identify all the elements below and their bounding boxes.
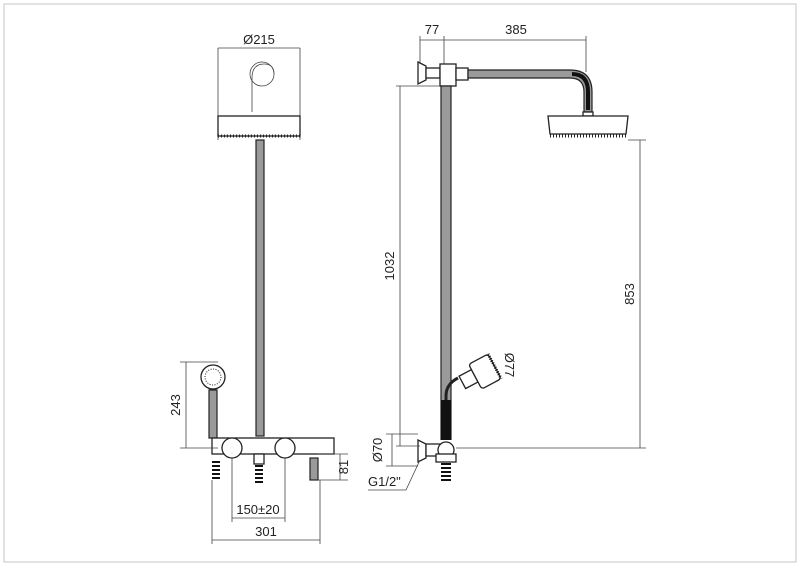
front-valve-eccentric-right bbox=[274, 437, 296, 459]
top-wall-bracket bbox=[417, 60, 427, 86]
front-arm bbox=[251, 63, 275, 112]
side-hand-shower bbox=[458, 353, 503, 390]
connection-thread-dimension: G1/2" bbox=[368, 459, 421, 491]
front-left-hose bbox=[212, 461, 220, 479]
front-view: Ø215 243 81 bbox=[168, 32, 351, 544]
front-hand-shower-handle bbox=[208, 389, 218, 439]
bottom-wall-flange bbox=[417, 438, 427, 464]
connection-thread-label: G1/2" bbox=[368, 474, 401, 489]
side-hose bbox=[444, 376, 459, 406]
hand-shower-diameter-label: Ø77 bbox=[502, 353, 517, 378]
front-arm-ring bbox=[249, 61, 275, 87]
front-riser bbox=[255, 139, 265, 437]
hand-shower-height-dimension: 243 bbox=[168, 361, 218, 449]
hand-shower-height-label: 243 bbox=[168, 394, 183, 416]
front-valve-body bbox=[211, 437, 335, 455]
wall-flange-diameter-dimension: Ø70 bbox=[370, 433, 418, 467]
head-height-dimension: 853 bbox=[456, 139, 646, 449]
head-height-label: 853 bbox=[622, 283, 637, 305]
overall-width-dimension: 301 bbox=[211, 480, 321, 544]
top-connector bbox=[439, 63, 457, 87]
wall-offset-label: 77 bbox=[425, 22, 439, 37]
total-height-label: 1032 bbox=[382, 252, 397, 281]
front-outlet-hose bbox=[255, 465, 263, 483]
side-shower-head bbox=[547, 115, 629, 135]
front-shower-head bbox=[217, 115, 301, 137]
overall-width-label: 301 bbox=[255, 524, 277, 539]
shower-arm bbox=[467, 69, 593, 113]
side-view: 77 385 Ø77 bbox=[368, 22, 646, 491]
front-lever bbox=[309, 457, 319, 481]
front-valve-eccentric-left bbox=[221, 437, 243, 459]
front-hand-shower bbox=[200, 364, 226, 390]
top-dimensions: 77 385 bbox=[419, 22, 587, 72]
centers-label: 150±20 bbox=[236, 502, 279, 517]
valve-height-dimension: 81 bbox=[318, 453, 351, 481]
drawing-frame bbox=[3, 3, 797, 563]
valve-height-label: 81 bbox=[336, 460, 351, 474]
head-diameter-label: Ø215 bbox=[243, 32, 275, 47]
wall-flange-diameter-label: Ø70 bbox=[370, 438, 385, 463]
total-height-dimension: 1032 bbox=[382, 85, 440, 447]
arm-reach-label: 385 bbox=[505, 22, 527, 37]
side-riser bbox=[440, 85, 452, 407]
centers-dimension: 150±20 bbox=[231, 458, 286, 522]
side-outlet-hose bbox=[441, 463, 451, 481]
